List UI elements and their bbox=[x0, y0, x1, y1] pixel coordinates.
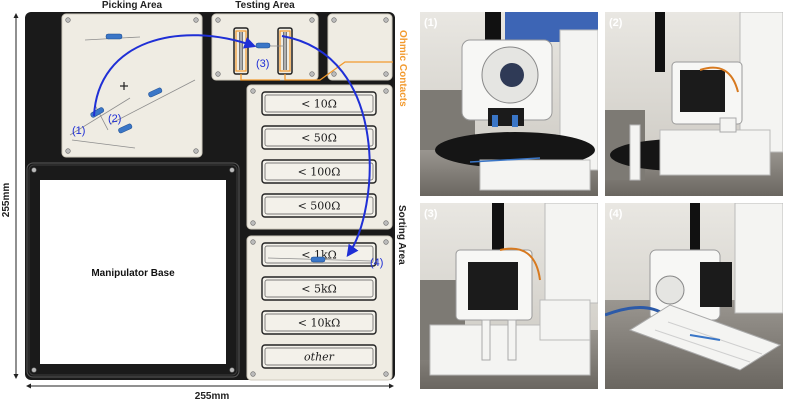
photo-2-label: (2) bbox=[609, 17, 623, 29]
testing-area-header: Testing Area bbox=[235, 0, 295, 11]
sorting-slot-label: < 50Ω bbox=[301, 132, 337, 145]
resistor-icon bbox=[311, 257, 325, 262]
ohmic-contacts-label: Ohmic Contacts bbox=[397, 30, 408, 107]
sorting-slot: other bbox=[262, 345, 376, 368]
photo-3: (3) bbox=[420, 203, 598, 389]
photo-2: (2) bbox=[605, 12, 783, 196]
sorting-slot-label: < 5kΩ bbox=[301, 283, 337, 296]
sorting-slot: < 100Ω bbox=[262, 160, 376, 183]
sorting-slot: < 50Ω bbox=[262, 126, 376, 149]
photo-1: (1) bbox=[420, 12, 598, 196]
width-dimension-label: 255mm bbox=[195, 391, 230, 401]
sorting-slot-label: < 10kΩ bbox=[298, 317, 341, 330]
sorting-slot: < 1kΩ bbox=[262, 243, 376, 266]
sorting-slot-label: < 10Ω bbox=[301, 98, 337, 111]
height-dimension-label: 255mm bbox=[1, 183, 12, 218]
sorting-slot-label: < 100Ω bbox=[298, 166, 341, 179]
spare-area bbox=[328, 14, 392, 80]
sorting-slot: < 500Ω bbox=[262, 194, 376, 217]
testing-area bbox=[212, 14, 318, 80]
resistor-icon bbox=[256, 43, 270, 48]
photo-4: (4) bbox=[605, 203, 783, 389]
photo-3-label: (3) bbox=[424, 208, 438, 220]
photo-1-label: (1) bbox=[424, 17, 438, 29]
picking-area-header: Picking Area bbox=[102, 0, 163, 11]
sorting-area-label: Sorting Area bbox=[396, 205, 407, 265]
sorting-slot: < 10kΩ bbox=[262, 311, 376, 334]
step-label-2: (2) bbox=[108, 113, 121, 125]
manipulator-base-label: Manipulator Base bbox=[91, 268, 175, 279]
manipulator-base: Manipulator Base bbox=[27, 163, 239, 377]
sorting-slot-label: < 500Ω bbox=[298, 200, 341, 213]
photo-4-label: (4) bbox=[609, 208, 623, 220]
dimension-horizontal: 255mm bbox=[27, 386, 393, 401]
step-label-3: (3) bbox=[256, 58, 269, 70]
step-label-1: (1) bbox=[72, 125, 85, 137]
dimension-vertical: 255mm bbox=[1, 14, 16, 378]
sorting-slot-label: other bbox=[304, 351, 335, 364]
step-label-4: (4) bbox=[370, 257, 383, 269]
sorting-slot: < 5kΩ bbox=[262, 277, 376, 300]
